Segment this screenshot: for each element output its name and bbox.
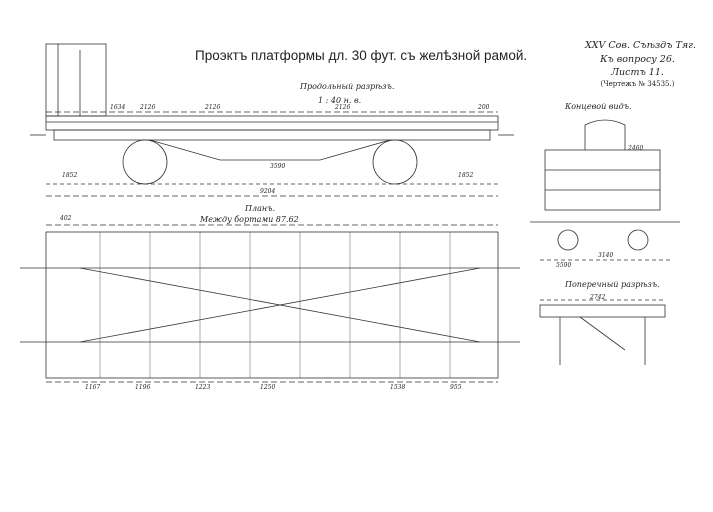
dim-label: 2126	[205, 104, 221, 111]
wheel	[122, 139, 168, 185]
section-deck	[539, 304, 666, 318]
end-body	[544, 149, 661, 211]
header-question: Къ вопросу 26.	[600, 54, 675, 65]
dim-label: 1223	[195, 384, 211, 391]
dim-label: 402	[60, 215, 72, 222]
platform-deck	[45, 115, 499, 131]
dim-label: 3590	[270, 163, 286, 170]
wheel	[372, 139, 418, 185]
plan-outline	[45, 231, 499, 379]
dim-label: 1196	[135, 384, 151, 391]
dim-label: 1538	[390, 384, 406, 391]
dim-label: 1250	[260, 384, 276, 391]
dim-label: 1852	[62, 172, 78, 179]
dim-label: 2126	[335, 104, 351, 111]
dim-label: 200	[478, 104, 490, 111]
dim-label: 9204	[260, 188, 276, 195]
truss-rod	[149, 139, 391, 161]
dim-label: 955	[450, 384, 462, 391]
caption-plan: Планъ.	[245, 204, 275, 213]
header-drawing-number: (Чертежъ № 34535.)	[600, 80, 675, 88]
caption-longitudinal: Продольный разрѣзъ.	[300, 82, 395, 91]
caption-end-view: Концевой видъ.	[565, 102, 632, 111]
caption-cross-section: Поперечный разрѣзъ.	[565, 280, 660, 289]
dim-label: 3140	[598, 252, 614, 259]
header-sheet: Листъ 11.	[611, 67, 664, 78]
brake-cabin	[45, 43, 107, 117]
end-view	[530, 119, 680, 261]
header-congress: XXV Сов. Съѣздъ Тяг.	[585, 40, 696, 51]
dim-label: 2126	[140, 104, 156, 111]
dim-label: 5590	[556, 262, 572, 269]
dim-label: 2742	[590, 294, 606, 301]
side-elevation	[30, 43, 514, 197]
plan-view	[20, 224, 520, 383]
dim-label: 1634	[110, 104, 126, 111]
caption-scale: 1 : 40 н. в.	[318, 96, 362, 105]
drawing-title: Проэктъ платформы дл. 30 фут. съ желѣзно…	[195, 48, 528, 63]
dim-label: 1852	[458, 172, 474, 179]
cross-section	[539, 299, 666, 365]
frame	[53, 129, 491, 141]
dim-label: 2460	[628, 145, 644, 152]
caption-between-sides: Между бортами 87.62	[200, 215, 299, 224]
dim-label: 1167	[85, 384, 101, 391]
